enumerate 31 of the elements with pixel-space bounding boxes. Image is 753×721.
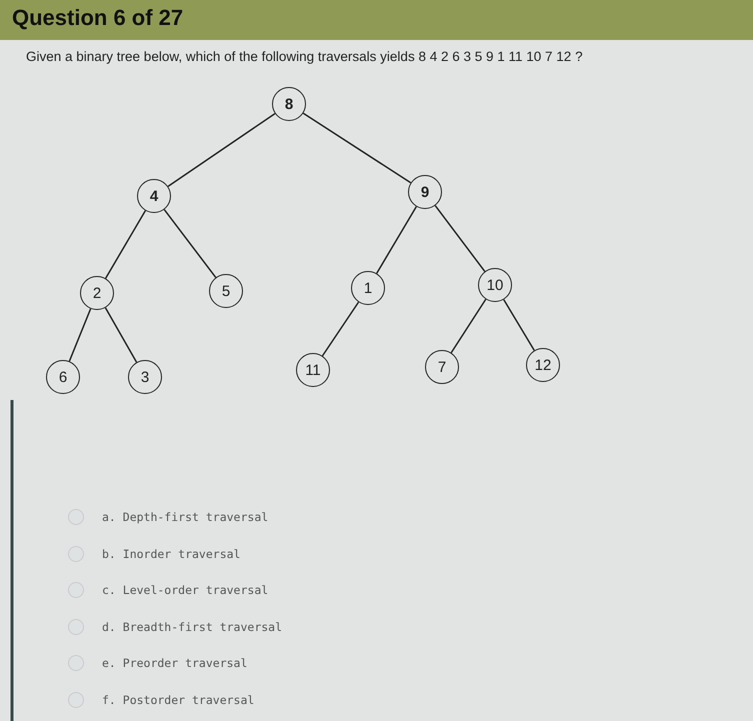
tree-node-circle: 9	[408, 175, 442, 209]
answer-option: d. Breadth-first traversal	[102, 620, 282, 634]
answer-option: a. Depth-first traversal	[102, 510, 268, 524]
answer-option: f. Postorder traversal	[102, 692, 254, 706]
tree-node-circle: 1	[351, 271, 385, 305]
tree-node-circle: 11	[296, 353, 330, 387]
tree-edge	[434, 205, 486, 272]
answer-option: c. Level-order traversal	[102, 583, 268, 597]
tree-node-circle: 6	[46, 360, 80, 394]
question-title: Question 6 of 27	[12, 5, 184, 31]
tree-node-circle: 10	[478, 268, 512, 302]
tree-edge	[164, 209, 216, 278]
question-text: Given a binary tree below, which of the following traversals yields 8 4 2 6 3 5 9 1 11 10 7 12 ?	[26, 49, 583, 64]
tree-node-circle: 12	[526, 348, 560, 382]
tree-edge	[322, 302, 360, 356]
tree-node-circle: 7	[425, 350, 459, 384]
tree-node-circle: 8	[272, 87, 306, 121]
tree-edge	[104, 210, 146, 279]
tree-edge	[168, 112, 276, 188]
tree-edge	[376, 206, 417, 274]
tree-node-circle: 5	[209, 274, 243, 308]
tree-node-circle: 4	[137, 179, 171, 213]
tree-node-circle: 2	[80, 276, 114, 310]
tree-edge	[302, 112, 412, 184]
tree-node-circle: 3	[128, 360, 162, 394]
tree-edge	[503, 299, 535, 351]
answer-option: e. Preorder traversal	[102, 656, 248, 670]
tree-edge	[450, 298, 486, 354]
tree-edge	[104, 307, 138, 363]
answer-option: b. Inorder traversal	[102, 546, 240, 560]
tree-edge	[68, 308, 92, 362]
